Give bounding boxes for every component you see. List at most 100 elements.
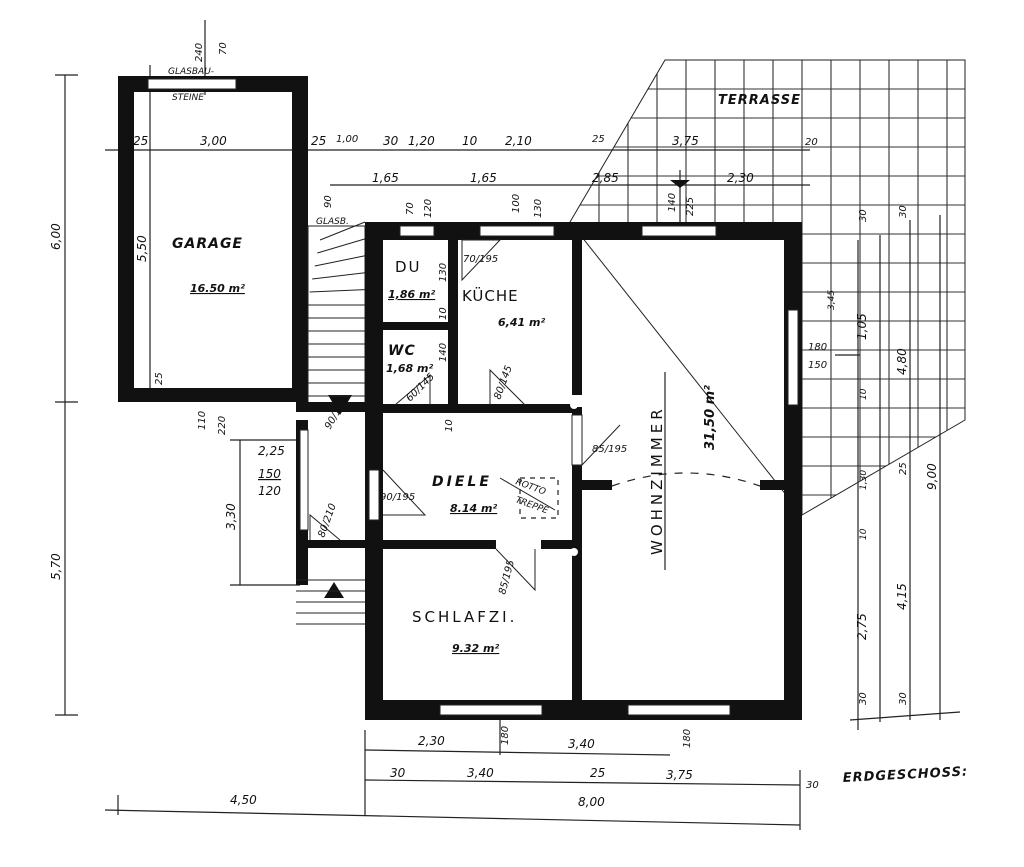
dim-label: 30 (383, 134, 399, 148)
dim-label: 2,10 (505, 134, 532, 148)
room-diele-name: DIELE (432, 474, 492, 490)
dim-label: 2,30 (418, 734, 445, 748)
dim-label: 150 (258, 467, 281, 481)
door-dim: 10 (438, 307, 449, 320)
dim-label: 120 (258, 484, 281, 498)
dim-label: 1,30 (859, 470, 869, 490)
door-dim: 80/210 (316, 502, 338, 539)
dim-label: 220 (217, 416, 228, 435)
dim-label: 180 (500, 726, 511, 745)
dim-label: 4,50 (230, 793, 257, 807)
dim-label: 110 (197, 411, 208, 430)
dim-label: 140 (667, 193, 678, 212)
dim-label: 25 (590, 766, 605, 780)
dim-label: 4,15 (895, 583, 909, 610)
room-wc-name: WC (388, 343, 416, 359)
door-dim: 70/195 (463, 254, 498, 265)
glasbausteine-label-1: GLASBAU- (168, 67, 214, 77)
room-kueche-name: KÜCHE (462, 286, 519, 305)
dim-label: 3,40 (568, 737, 595, 751)
plan-title: ERDGESCHOSS: (842, 764, 968, 786)
door-dim: 60/145 (404, 371, 437, 404)
dim-label: 30 (858, 209, 869, 222)
dim-label: 2,25 (258, 444, 285, 458)
dim-label: 180 (682, 729, 693, 748)
dim-label: 240 (194, 43, 205, 62)
dim-label: 225 (685, 197, 696, 216)
dim-label: 25 (154, 372, 165, 385)
dim-label: 1,20 (408, 134, 435, 148)
dim-label: 25 (592, 134, 605, 145)
rotto-label: ROTTO (514, 477, 547, 497)
dim-label: 20 (805, 137, 818, 148)
dim-label: 2,75 (855, 613, 869, 640)
dim-label: 1,00 (336, 134, 358, 145)
room-kueche-area: 6,41 m² (498, 316, 545, 329)
room-terrasse-name: TERRASSE (718, 93, 801, 108)
room-garage-name: GARAGE (172, 236, 243, 252)
dim-label: 5,50 (135, 235, 149, 262)
dim-label: 3,75 (666, 768, 693, 782)
dim-label: 30 (390, 766, 406, 780)
stair-tread (317, 238, 366, 254)
glasb-label: GLASB. (316, 217, 349, 227)
dim-label: 3,30 (224, 503, 238, 530)
room-wc-area: 1,68 m² (386, 362, 433, 375)
dim-label: 2,85 (592, 171, 619, 185)
dim-label: 8,00 (578, 795, 605, 809)
door-dim: 140 (438, 343, 449, 362)
dim-label: 120 (423, 199, 434, 218)
stair-tread (312, 272, 366, 280)
room-garage-area: 16.50 m² (190, 282, 245, 295)
dim-label: 70 (218, 42, 229, 55)
garage-walls (118, 76, 308, 402)
room-diele-area: 8.14 m² (450, 502, 497, 515)
dim-label: 30 (898, 205, 909, 218)
glasbausteine-label-2: STEINE (172, 93, 204, 103)
room-schlafzimmer-area: 9.32 m² (452, 642, 499, 655)
door-dim: 80/145 (492, 364, 514, 401)
dim-label: 10 (462, 134, 478, 148)
dim-label: 6,00 (49, 223, 63, 250)
door-dim: 85/195 (592, 444, 627, 455)
dim-label: 2,30 (727, 171, 754, 185)
dim-label: 3,40 (467, 766, 494, 780)
stair-tread (309, 289, 366, 293)
treppe-label: TREPPE (514, 495, 550, 516)
house-walls (309, 180, 802, 720)
staircase[interactable] (296, 221, 366, 625)
dim-label: 10 (859, 528, 869, 540)
dim-label: 1,65 (372, 171, 399, 185)
door-dim: 90/145 (323, 396, 350, 432)
dim-label: 180 (808, 342, 827, 353)
dim-label: 5,70 (49, 553, 63, 580)
dim-label: 10 (859, 388, 869, 400)
dim-label: 25 (311, 134, 326, 148)
glass-block-window (147, 78, 237, 90)
room-du-area: 1,86 m² (388, 288, 435, 301)
dim-label: 4,80 (895, 348, 909, 375)
dim-label: 3,75 (672, 134, 699, 148)
dim-label: 25 (898, 462, 909, 475)
dim-label: 3,45 (827, 290, 837, 310)
dim-label: 30 (898, 692, 909, 705)
door-dim: 90/195 (380, 492, 415, 503)
stair-tread (319, 221, 366, 241)
room-wohnzimmer-area: 31,50 m² (703, 385, 718, 450)
dim-label: 130 (533, 199, 544, 218)
dim-label: 1,05 (855, 313, 869, 340)
room-wohnzimmer-name: WOHNZIMMER (648, 405, 666, 555)
dim-label: 90 (323, 195, 334, 208)
dim-label: 70 (405, 202, 416, 215)
dim-label: 3,00 (200, 134, 227, 148)
dim-label: 150 (808, 360, 827, 371)
stair-tread (314, 255, 366, 267)
door-dim: 130 (438, 263, 449, 282)
dim-label: 25 (133, 134, 148, 148)
room-labels: GARAGE 16.50 m² DU 1,86 m² KÜCHE 6,41 m²… (168, 67, 969, 786)
dim-label: 9,00 (925, 463, 939, 490)
dim-label: 30 (858, 692, 869, 705)
door-dim: 85/195 (497, 559, 517, 596)
dim-label: 30 (806, 780, 819, 791)
